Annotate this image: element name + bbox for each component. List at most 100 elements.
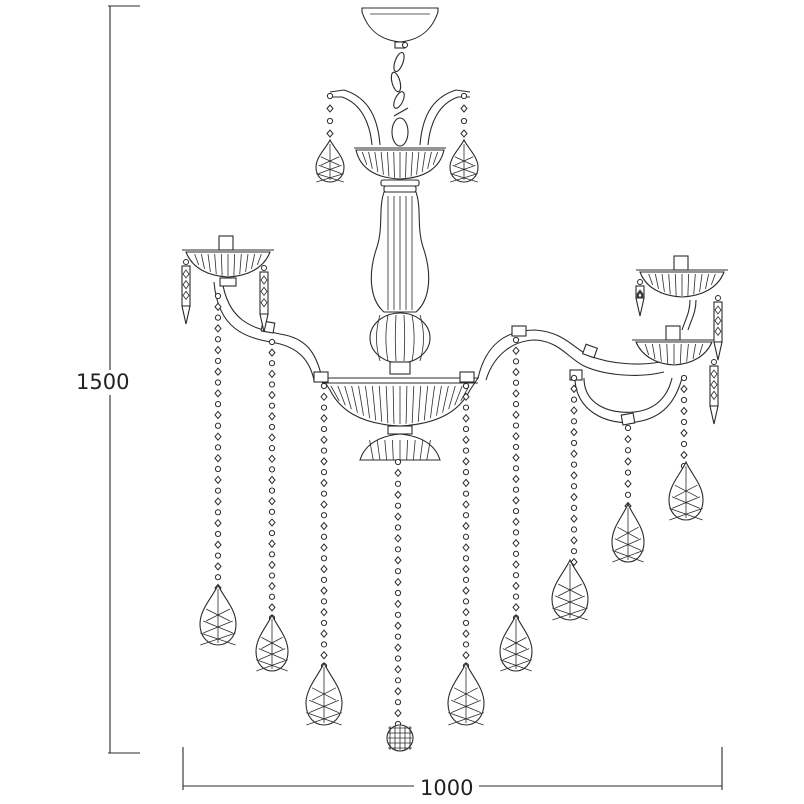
bead — [394, 633, 402, 640]
bead — [320, 457, 328, 466]
bead — [512, 507, 520, 515]
bead — [680, 450, 688, 460]
bead — [394, 502, 402, 509]
rib-line — [423, 385, 429, 421]
bead — [214, 465, 222, 473]
bead — [268, 381, 276, 388]
pendant-facet — [710, 380, 718, 390]
rib-line — [427, 151, 432, 169]
rib-line — [233, 253, 236, 276]
bead — [320, 650, 328, 660]
bead — [320, 447, 328, 454]
rib-line — [412, 439, 416, 461]
left-arm — [213, 279, 329, 383]
bead — [268, 369, 276, 379]
bead — [394, 524, 402, 531]
bead — [326, 92, 334, 100]
pendant-facet — [260, 286, 268, 296]
bead — [320, 414, 328, 423]
bead — [462, 598, 470, 605]
bead — [570, 536, 578, 545]
bead — [214, 292, 222, 300]
pendant-facet — [710, 369, 718, 379]
rib-line — [393, 151, 395, 178]
bead — [512, 453, 520, 462]
rib-line — [436, 385, 442, 416]
bead — [512, 410, 520, 420]
bead — [462, 641, 470, 648]
bead — [214, 336, 222, 343]
bead — [268, 529, 276, 537]
bead — [214, 487, 222, 494]
bead — [512, 529, 520, 536]
bead — [462, 521, 470, 531]
bead — [462, 564, 470, 574]
bead — [214, 432, 222, 441]
rib-line — [454, 385, 463, 406]
pendant-bead — [715, 295, 721, 301]
rib-line — [698, 343, 704, 356]
rib-line — [239, 253, 242, 275]
drop-crystal — [255, 613, 289, 672]
pendant-facet — [714, 326, 722, 336]
rib-line — [392, 385, 395, 424]
bead — [570, 483, 578, 490]
central-stem — [369, 191, 431, 375]
rib-line — [358, 385, 364, 416]
right-lower-candle-cup — [632, 325, 716, 366]
prism-pendant — [713, 295, 723, 361]
bead — [570, 406, 578, 415]
bead — [214, 497, 222, 506]
prism-pendant — [709, 359, 719, 425]
bead — [320, 469, 328, 476]
bead — [268, 518, 276, 527]
bead — [462, 435, 470, 445]
rib-line — [369, 439, 374, 461]
rib-line — [365, 385, 370, 419]
bead — [512, 517, 520, 527]
bead — [214, 302, 222, 312]
bead — [624, 491, 632, 498]
bead — [214, 574, 222, 581]
bead — [680, 374, 688, 382]
ceiling-canopy — [361, 7, 439, 49]
bead — [394, 599, 402, 609]
bead — [624, 469, 632, 476]
bead — [268, 402, 276, 409]
bead — [512, 367, 520, 377]
bead — [460, 104, 468, 113]
bead — [268, 390, 276, 400]
bead — [320, 435, 328, 445]
bead — [460, 92, 468, 100]
bead — [320, 490, 328, 497]
rib-line — [648, 273, 654, 286]
rib-line — [380, 151, 384, 175]
bead — [462, 425, 470, 433]
ball-rib — [385, 314, 389, 362]
rib-line — [652, 343, 656, 360]
drop-crystal — [499, 613, 533, 672]
pendant-facet — [182, 269, 190, 279]
bead — [512, 346, 520, 355]
bead — [680, 428, 688, 438]
drop-crystal — [449, 138, 479, 183]
bead — [624, 479, 632, 488]
drop-crystal — [305, 661, 343, 726]
bead — [320, 392, 328, 402]
prism-pendant — [181, 259, 191, 325]
ball-rib — [394, 314, 397, 362]
bead — [214, 562, 222, 571]
bead — [320, 500, 328, 509]
bead — [680, 418, 688, 426]
bead — [512, 431, 520, 441]
bead — [268, 412, 276, 421]
bead — [268, 487, 276, 494]
bead — [394, 512, 402, 521]
bead — [462, 555, 470, 562]
rib-line — [371, 385, 377, 421]
bead — [326, 129, 334, 138]
pendant-facet — [260, 298, 268, 308]
bead — [512, 603, 520, 612]
bead — [394, 621, 402, 631]
